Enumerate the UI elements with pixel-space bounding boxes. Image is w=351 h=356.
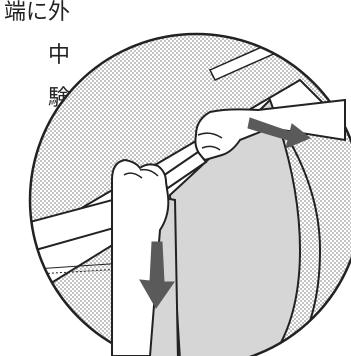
instruction-illustration: [0, 0, 351, 356]
